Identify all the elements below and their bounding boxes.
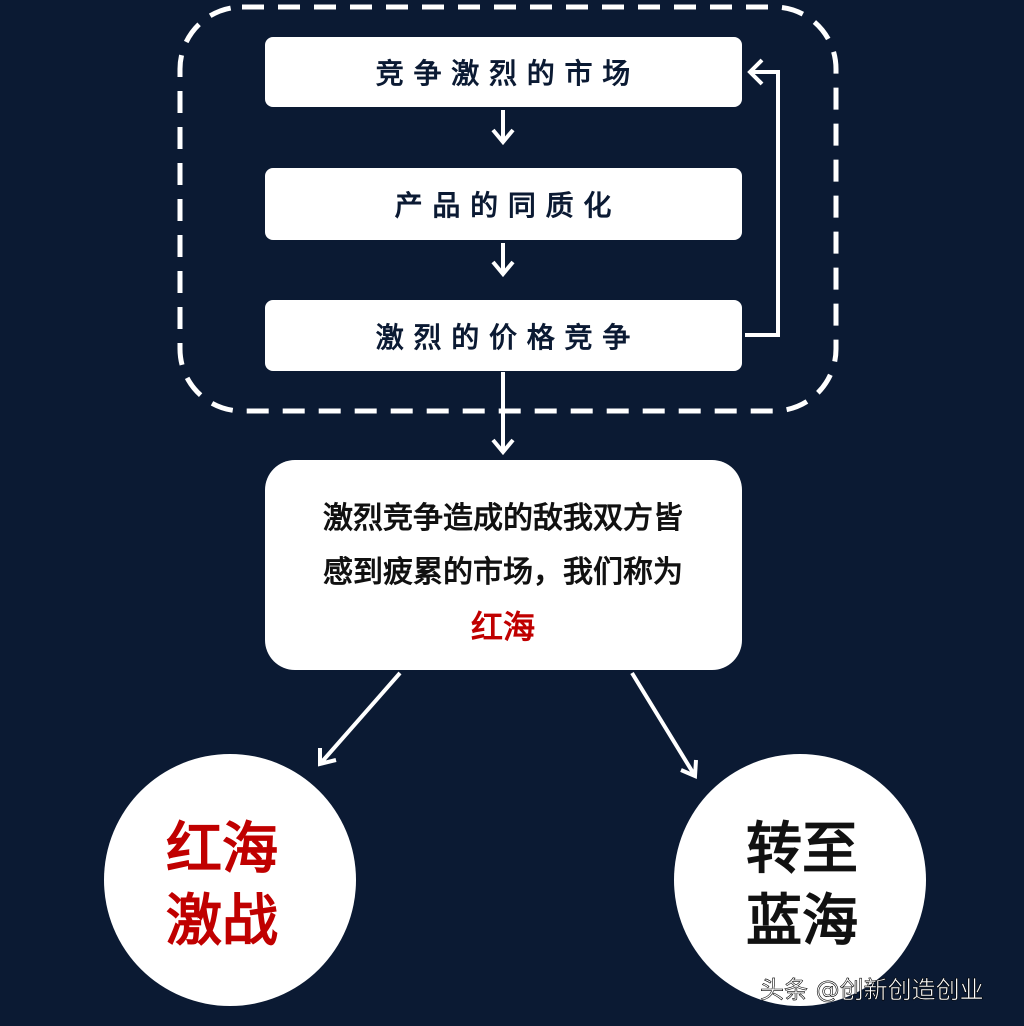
outcome-circle-right — [674, 754, 926, 1006]
feedback-loop-arrow-icon — [745, 58, 780, 337]
step-box-1 — [265, 37, 742, 107]
step-label-2: 产 品 的 同 质 化 — [395, 189, 612, 222]
result-box — [265, 460, 742, 670]
result-line-1: 激烈竞争造成的敌我双方皆 — [323, 501, 683, 536]
outcome-right-line-2: 蓝海 — [746, 889, 858, 954]
result-highlight: 红海 — [471, 608, 535, 646]
step-box-2 — [265, 168, 742, 240]
watermark: 头条 @创新创造创业 — [760, 976, 984, 1004]
step-box-3 — [265, 300, 742, 371]
arrow-down-icon — [491, 110, 515, 146]
result-line-2: 感到疲累的市场，我们称为 — [323, 555, 683, 590]
arrow-down-icon — [491, 372, 515, 456]
outcome-left-line-2: 激战 — [166, 889, 278, 954]
outcome-circle-left — [104, 754, 356, 1006]
arrow-right-down-icon — [630, 671, 698, 779]
step-label-1: 竞 争 激 烈 的 市 场 — [376, 57, 631, 90]
outcome-left-line-1: 红海 — [166, 817, 278, 882]
outcome-right-line-1: 转至 — [746, 817, 858, 882]
arrow-left-down-icon — [318, 671, 402, 767]
loop-dashed-border — [177, 4, 839, 414]
step-label-3: 激 烈 的 价 格 竞 争 — [376, 321, 631, 354]
arrow-down-icon — [491, 243, 515, 278]
